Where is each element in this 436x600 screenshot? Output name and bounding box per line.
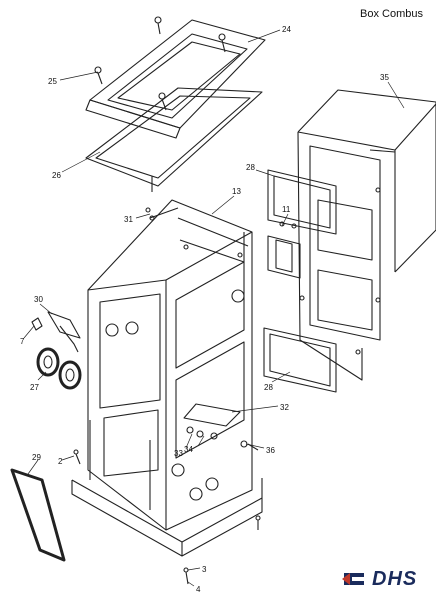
callout-34: 34 (184, 445, 193, 454)
callout-31: 31 (124, 215, 133, 224)
callout-32: 32 (280, 403, 289, 412)
callout-4: 4 (196, 585, 201, 594)
part-housing (297, 89, 436, 381)
part-cabinet (87, 199, 253, 531)
callout-7: 7 (20, 337, 25, 346)
part-gasket-side-lower (263, 327, 337, 393)
callout-36: 36 (266, 446, 275, 455)
part-gasket-side-upper (267, 169, 337, 235)
callout-30: 30 (34, 295, 43, 304)
callout-25: 25 (48, 77, 57, 86)
part-controls (183, 403, 259, 451)
part-fasteners (73, 207, 261, 585)
callout-27: 27 (30, 383, 39, 392)
callout-28-upper: 28 (246, 163, 255, 172)
part-grommets (36, 347, 82, 390)
leader-lines (23, 29, 405, 587)
callout-26: 26 (52, 171, 61, 180)
callout-3: 3 (202, 565, 207, 574)
part-bracket (267, 221, 301, 279)
part-lid (85, 16, 266, 139)
callout-28-lower: 28 (264, 383, 273, 392)
callout-24: 24 (282, 25, 291, 34)
part-gasket-top (85, 87, 263, 192)
brand-logo (342, 573, 364, 585)
brand-logo-text: DHS (372, 568, 418, 590)
part-side-bracket (31, 311, 81, 353)
callout-35: 35 (380, 73, 389, 82)
part-base-frame (71, 420, 263, 557)
diagram-title: Box Combus (360, 8, 423, 20)
callout-13: 13 (232, 187, 241, 196)
callout-29: 29 (32, 453, 41, 462)
callout-2: 2 (58, 457, 63, 466)
part-gasket-front (10, 468, 66, 562)
callout-33: 33 (174, 449, 183, 458)
callout-11: 11 (282, 205, 291, 214)
callout-labels: 24 25 35 26 13 28 31 11 30 7 27 28 32 33… (20, 25, 389, 594)
